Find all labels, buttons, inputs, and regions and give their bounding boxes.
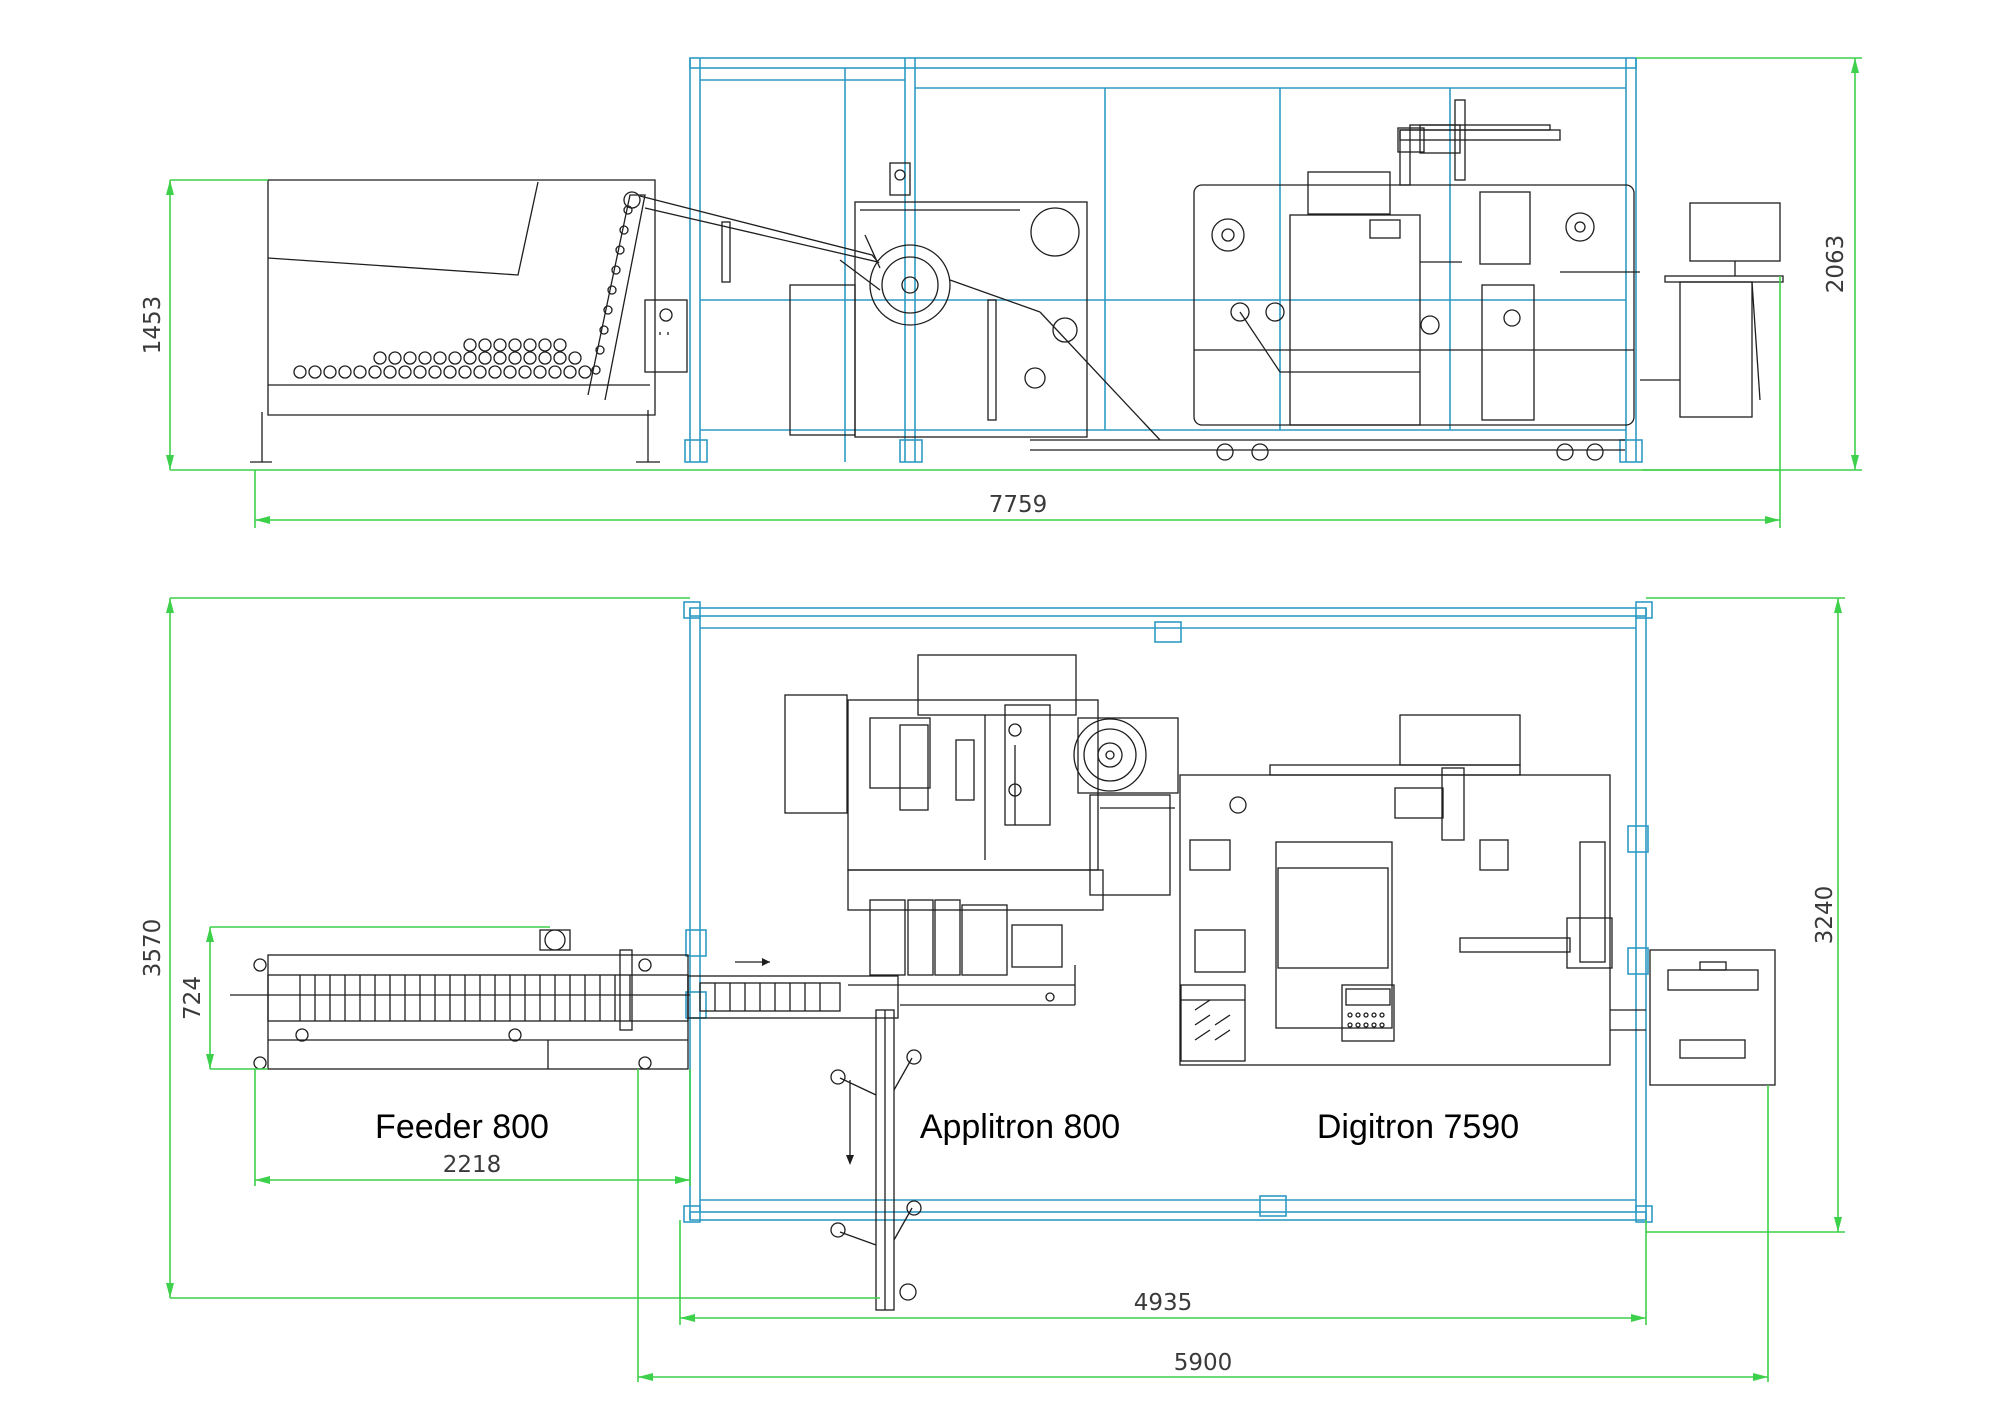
plan-feeder	[230, 929, 690, 1070]
plan-view: 3570 724 2218 3240 4935 5900 Feeder 800 …	[140, 597, 1845, 1382]
dim-total-depth: 3570	[140, 919, 166, 978]
plan-applitron	[784, 654, 1179, 1006]
dim-enclosure-depth: 3240	[1812, 886, 1838, 945]
digitron-control-panel	[1341, 984, 1395, 1042]
dim-line-length: 5900	[1174, 1350, 1233, 1376]
plan-operator-terminal	[1649, 949, 1776, 1086]
side-view: 7759 1453 2063	[140, 57, 1862, 528]
label-applitron: Applitron 800	[920, 1108, 1120, 1146]
side-applitron	[789, 162, 1161, 441]
plan-dimensions	[166, 597, 1845, 1382]
feeder-slats	[299, 975, 631, 1021]
dim-feeder-length: 2218	[443, 1152, 502, 1178]
feeder-roll-row-1	[293, 365, 592, 379]
side-enclosure-frame	[684, 57, 1643, 463]
plan-transfer-conveyor	[687, 958, 922, 1311]
side-feeder-hopper	[250, 179, 880, 463]
dim-enclosure-length: 4935	[1134, 1290, 1193, 1316]
side-digitron	[1030, 99, 1640, 461]
elevator-rollers	[591, 205, 633, 375]
label-feeder: Feeder 800	[375, 1108, 549, 1146]
feeder-roll-row-2	[373, 351, 582, 365]
feeder-roll-row-3	[463, 338, 567, 352]
discharge-arms	[830, 1049, 922, 1301]
dim-enclosure-height: 2063	[1823, 235, 1849, 294]
dim-total-length: 7759	[989, 492, 1048, 518]
label-digitron: Digitron 7590	[1317, 1108, 1519, 1146]
dim-feeder-height: 1453	[140, 296, 166, 355]
side-dimensions	[166, 57, 1862, 528]
plan-digitron	[1179, 714, 1646, 1066]
dim-feeder-width: 724	[180, 976, 206, 1020]
side-operator-terminal	[1640, 202, 1784, 418]
